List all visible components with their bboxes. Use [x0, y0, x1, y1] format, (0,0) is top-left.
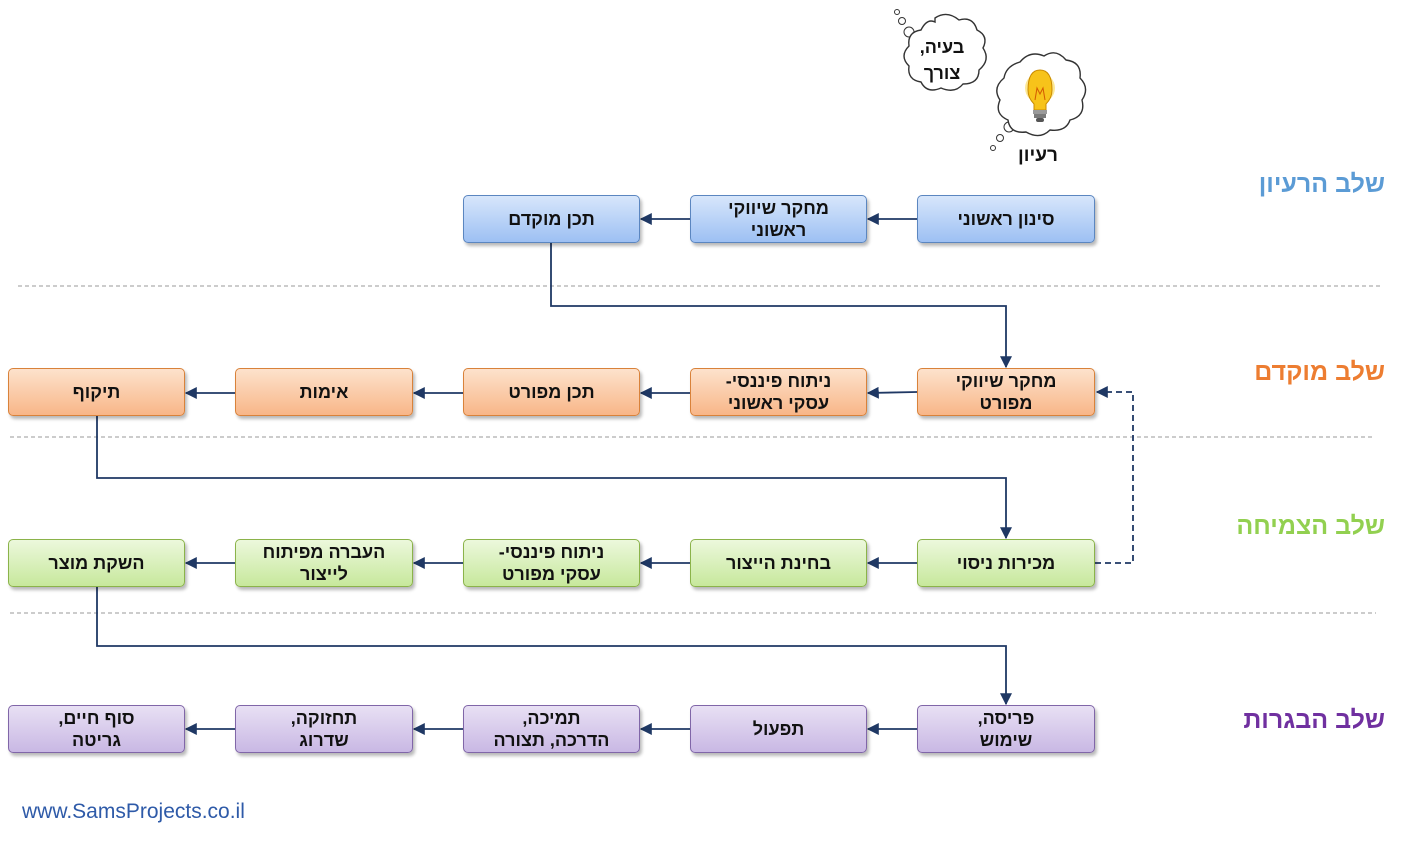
node-label-line: גריטה: [72, 730, 121, 750]
node-label-line: תחזוקה,: [290, 708, 358, 728]
connectors: [96, 213, 1134, 735]
node-label-line: תמיכה,: [522, 708, 581, 728]
node-label-line: פריסה,: [977, 708, 1035, 728]
node-production-test: בחינת הייצור: [690, 539, 867, 587]
node-label-line: מכירות ניסוי: [956, 553, 1056, 573]
node-label-line: תכן מוקדם: [508, 209, 595, 229]
website-link[interactable]: www.SamsProjects.co.il: [22, 800, 245, 823]
node-verification: אימות: [235, 368, 413, 416]
stage-label-growth: שלב הצמיחה: [1236, 512, 1385, 540]
node-label-line: ראשוני: [750, 220, 807, 240]
node-label-line: סוף חיים,: [58, 708, 135, 728]
node-trial-sales: מכירות ניסוי: [917, 539, 1095, 587]
node-label-line: מחקר שיווקי: [728, 198, 829, 218]
thought-bubble-problem: [894, 9, 987, 91]
arrow: [866, 386, 918, 399]
problem-text-line2: צורך: [923, 63, 961, 83]
node-label-line: בחינת הייצור: [725, 553, 832, 573]
node-label-line: השקת מוצר: [48, 553, 145, 573]
node-operation: תפעול: [690, 705, 867, 753]
node-label-line: ניתוח פיננסי-: [498, 542, 605, 562]
node-label-line: אימות: [299, 382, 349, 402]
node-label-line: עסקי ראשוני: [727, 393, 830, 413]
node-detailed-design: תכן מפורט: [463, 368, 640, 416]
node-maintenance: תחזוקה,שדרוג: [235, 705, 413, 753]
arrow: [96, 416, 1012, 540]
stage-label-maturity: שלב הבגרות: [1243, 706, 1385, 734]
node-label-line: תיקוף: [72, 382, 121, 402]
node-support: תמיכה,הדרכה, תצורה: [463, 705, 640, 753]
node-initial-financial-analysis: ניתוח פיננסי-עסקי ראשוני: [690, 368, 867, 416]
stage-label-preliminary: שלב מוקדם: [1254, 358, 1385, 386]
node-label-line: הדרכה, תצורה: [493, 730, 610, 750]
node-product-launch: השקת מוצר: [8, 539, 185, 587]
node-label-line: ניתוח פיננסי-: [725, 371, 832, 391]
problem-text-line1: בעיה,: [919, 37, 965, 57]
node-end-of-life: סוף חיים,גריטה: [8, 705, 185, 753]
node-label-line: סינון ראשוני: [957, 209, 1055, 229]
problem-need-text: בעיה, צורך: [906, 34, 978, 86]
node-label-line: מפורט: [979, 393, 1033, 413]
node-label-line: שדרוג: [299, 730, 349, 750]
stage-label-idea: שלב הרעיון: [1258, 170, 1385, 198]
node-label-line: מחקר שיווקי: [955, 371, 1057, 391]
node-label-line: תכן מפורט: [508, 382, 595, 402]
node-validation: תיקוף: [8, 368, 185, 416]
node-deployment-usage: פריסה,שימוש: [917, 705, 1095, 753]
node-label-line: עסקי מפורט: [502, 564, 601, 584]
arrow: [550, 243, 1012, 369]
node-label-line: שימוש: [979, 730, 1033, 750]
feedback-arrow: [1095, 386, 1134, 564]
node-detailed-financial-analysis: ניתוח פיננסי-עסקי מפורט: [463, 539, 640, 587]
idea-label: רעיון: [1018, 145, 1058, 166]
node-label-line: לייצור: [300, 564, 348, 584]
lightbulb-icon: [1025, 69, 1055, 122]
node-initial-screening: סינון ראשוני: [917, 195, 1095, 243]
node-label-line: תפעול: [752, 719, 805, 739]
arrow: [96, 587, 1012, 706]
node-label-line: העברה מפיתוח: [262, 542, 386, 562]
node-preliminary-spec: תכן מוקדם: [463, 195, 640, 243]
